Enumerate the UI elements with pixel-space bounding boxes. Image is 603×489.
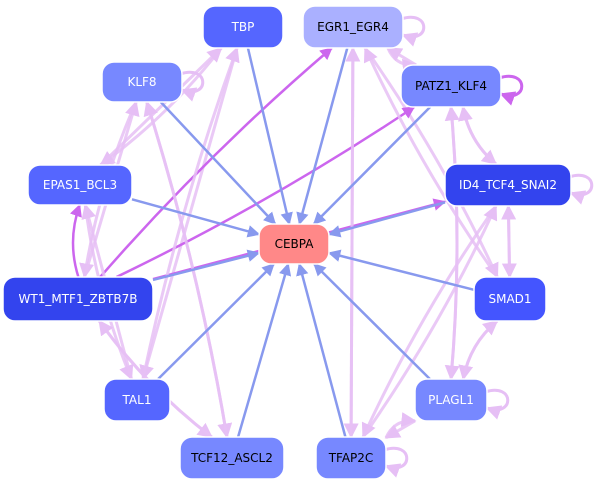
node-tal1[interactable]: TAL1	[103, 378, 171, 422]
node-epas1-bcl3[interactable]: EPAS1_BCL3	[27, 164, 133, 206]
edge-plagl1-to-cebpa	[313, 263, 431, 380]
edge-patz1_klf4-to-cebpa	[312, 106, 432, 225]
self-loops-layer	[179, 15, 594, 478]
edge-smad1-to-egr1_egr4	[363, 46, 499, 278]
edge-tfap2c-to-cebpa	[296, 262, 347, 438]
node-box[interactable]	[444, 163, 572, 207]
node-label: ID4_TCF4_SNAI2	[459, 178, 557, 192]
edge-id4_tcf4_snai2-to-tfap2c	[361, 205, 498, 439]
node-box[interactable]	[103, 378, 171, 422]
self-loop-patz1_klf4	[498, 74, 524, 106]
edge-wt1_mtf1_zbtb7b-to-cebpa	[152, 249, 261, 282]
node-label: EPAS1_BCL3	[43, 178, 117, 192]
node-box[interactable]	[315, 436, 387, 480]
node-label: PLAGL1	[428, 393, 474, 407]
node-box[interactable]	[473, 276, 547, 322]
node-label: EGR1_EGR4	[317, 20, 389, 34]
edge-egr1_egr4-to-smad1	[363, 47, 499, 279]
node-label: TFAP2C	[328, 451, 374, 465]
node-box[interactable]	[2, 276, 154, 322]
node-label: SMAD1	[488, 292, 531, 306]
node-box[interactable]	[414, 378, 488, 422]
node-box[interactable]	[179, 436, 285, 480]
node-smad1[interactable]: SMAD1	[473, 276, 547, 322]
edge-wt1_mtf1_zbtb7b-to-epas1_bcl3	[70, 203, 82, 278]
node-box[interactable]	[400, 64, 502, 108]
node-cebpa[interactable]: CEBPA	[258, 223, 330, 265]
self-loop-tfap2c	[383, 446, 409, 478]
edge-patz1_klf4-to-id4_tcf4_snai2	[461, 106, 498, 166]
node-patz1-klf4[interactable]: PATZ1_KLF4	[400, 64, 502, 108]
edge-smad1-to-cebpa	[327, 249, 475, 292]
node-label: WT1_MTF1_ZBTB7B	[19, 292, 138, 306]
node-label: CEBPA	[275, 237, 315, 251]
node-box[interactable]	[101, 61, 183, 103]
edge-egr1_egr4-to-cebpa	[296, 47, 349, 226]
node-wt1-mtf1-zbtb7b[interactable]: WT1_MTF1_ZBTB7B	[2, 276, 154, 322]
self-loop-klf8	[179, 70, 205, 102]
edge-plagl1-to-smad1	[461, 319, 499, 380]
node-box[interactable]	[302, 5, 404, 49]
edge-klf8-to-cebpa	[159, 101, 277, 225]
node-box[interactable]	[202, 5, 284, 49]
node-tcf12-ascl2[interactable]: TCF12_ASCL2	[179, 436, 285, 480]
edge-wt1_mtf1_zbtb7b-to-patz1_klf4	[115, 105, 416, 279]
edge-id4_tcf4_snai2-to-cebpa	[327, 201, 446, 238]
node-tbp[interactable]: TBP	[202, 5, 284, 49]
edge-tfap2c-to-id4_tcf4_snai2	[361, 204, 498, 438]
edge-tal1-to-cebpa	[157, 263, 275, 380]
edge-epas1_bcl3-to-tbp	[99, 46, 223, 167]
node-plagl1[interactable]: PLAGL1	[414, 378, 488, 422]
edge-plagl1-to-patz1_klf4	[444, 105, 460, 380]
node-egr1-egr4[interactable]: EGR1_EGR4	[302, 5, 404, 49]
edge-wt1_mtf1_zbtb7b-to-egr1_egr4	[99, 47, 333, 278]
edge-tfap2c-to-egr1_egr4	[345, 46, 361, 438]
node-label: KLF8	[127, 75, 156, 89]
self-loop-plagl1	[484, 388, 510, 420]
self-loop-id4_tcf4_snai2	[568, 173, 594, 205]
edge-tbp-to-cebpa	[246, 47, 293, 226]
node-id4-tcf4-snai2[interactable]: ID4_TCF4_SNAI2	[444, 163, 572, 207]
edge-tfap2c-to-plagl1	[384, 412, 417, 439]
edge-smad1-to-plagl1	[458, 319, 499, 381]
edge-tcf12_ascl2-to-klf8	[143, 100, 229, 438]
node-label: TAL1	[122, 393, 152, 407]
node-label: TCF12_ASCL2	[190, 451, 273, 465]
edge-tal1-to-tbp	[141, 46, 240, 380]
node-label: TBP	[231, 20, 255, 34]
self-loop-egr1_egr4	[400, 15, 426, 47]
edge-epas1_bcl3-to-cebpa	[131, 198, 261, 238]
node-box[interactable]	[258, 223, 330, 265]
edges-layer	[70, 46, 517, 439]
node-tfap2c[interactable]: TFAP2C	[315, 436, 387, 480]
node-klf8[interactable]: KLF8	[101, 61, 183, 103]
edge-id4_tcf4_snai2-to-patz1_klf4	[458, 105, 497, 166]
edge-smad1-to-id4_tcf4_snai2	[501, 204, 517, 278]
edge-tbp-to-tal1	[139, 47, 239, 381]
node-box[interactable]	[27, 164, 133, 206]
edge-patz1_klf4-to-egr1_egr4	[386, 46, 417, 67]
edge-tcf12_ascl2-to-cebpa	[236, 262, 292, 438]
node-label: PATZ1_KLF4	[415, 79, 487, 93]
